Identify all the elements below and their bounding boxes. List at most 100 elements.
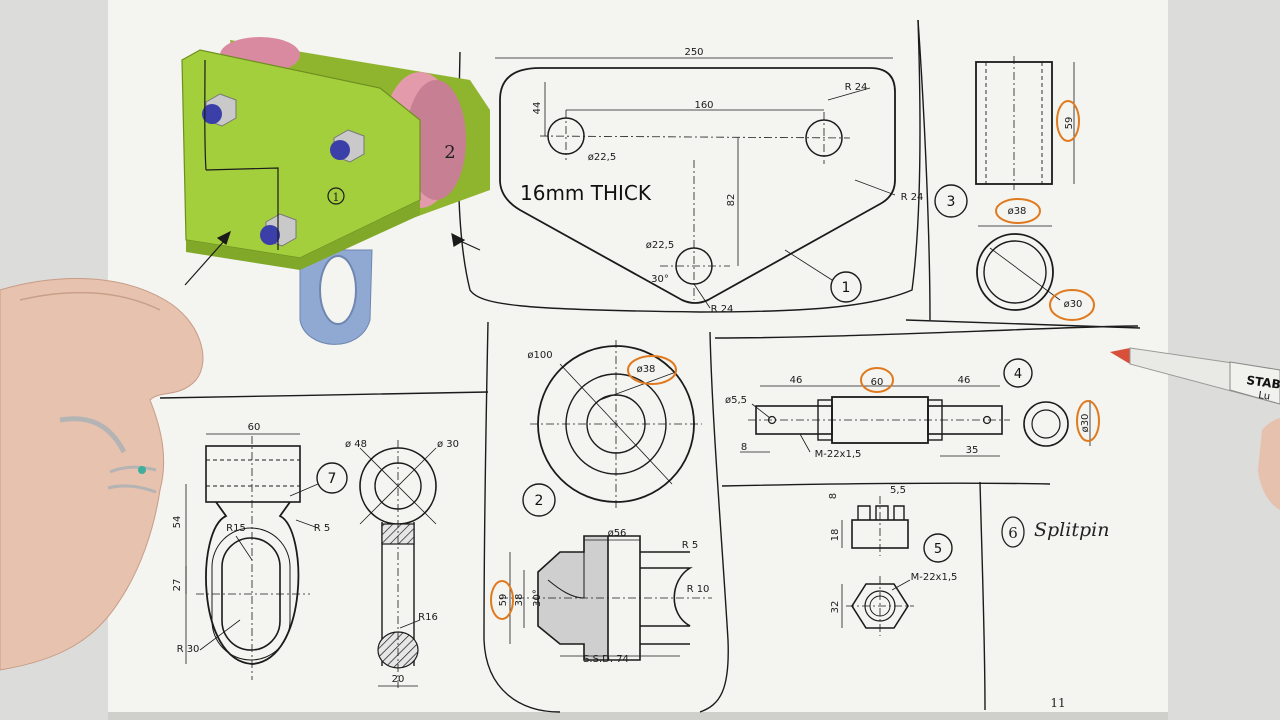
dim-35: 35 (966, 445, 979, 456)
dim-r5-eye: R 5 (314, 523, 331, 534)
dim-30-eye: ø 30 (437, 439, 459, 450)
callout-5-label: 5 (934, 542, 942, 557)
plate-outline (499, 67, 896, 304)
marker-circle-roller-38 (627, 355, 677, 385)
dim-160: 160 (694, 100, 713, 111)
dim-20: 20 (392, 674, 405, 685)
eye-top-block (205, 445, 301, 503)
callout-4 (1003, 358, 1033, 388)
marker-circle-pin-30 (1076, 400, 1100, 442)
dim-8-pin: 8 (741, 442, 747, 453)
thickness-note: 16mm THICK (520, 181, 652, 205)
roller-section-dims (500, 539, 712, 657)
splitpin-text: Splitpin (1034, 519, 1109, 541)
dim-46-right: 46 (958, 375, 971, 386)
dim-59-roller: 59 (498, 594, 509, 607)
splitpin-number: 6 (1008, 524, 1018, 542)
dim-48: ø 48 (345, 439, 367, 450)
dim-ssd74: S.S.D. 74 (583, 654, 629, 665)
dim-60-pin: 60 (871, 377, 884, 388)
plate-centerlines (539, 110, 851, 300)
panel-separators (159, 19, 1141, 713)
page-number: 11 (1050, 696, 1065, 710)
pen-brand: STAB (1246, 373, 1280, 392)
dim-38-roller: ø38 (637, 364, 656, 375)
callout-1-label: 1 (842, 280, 851, 296)
part-7-eye-view: 60 54 27 R15 R 5 R 30 7 ø 48 ø 30 R16 20 (172, 422, 459, 690)
model-label-2: 2 (444, 142, 455, 163)
part-5-nut-view: 8 5,5 18 M-22x1,5 32 5 (828, 485, 957, 636)
dim-30deg-roller: 30° (532, 589, 543, 607)
sleeve-bore-leader (989, 247, 1061, 301)
dim-60-eye: 60 (248, 422, 261, 433)
dim-30-sleeve: ø30 (1064, 299, 1083, 310)
dim-44: 44 (532, 102, 543, 115)
marker-circle-roller-59 (490, 580, 514, 620)
dim-r15: R15 (226, 523, 246, 534)
sleeve-hidden-lines (985, 62, 1043, 184)
plate-dimension-lines (495, 57, 896, 309)
dim-38-section: 38 (514, 594, 525, 607)
dim-27: 27 (172, 579, 183, 592)
pen-brand-sub: Lu (1258, 390, 1271, 403)
dim-54: 54 (172, 516, 183, 529)
dim-8-nut: 8 (828, 493, 839, 499)
dim-18: 18 (830, 529, 841, 542)
callout-3 (934, 184, 968, 218)
dim-38-sleeve: ø38 (1008, 206, 1027, 217)
marker-pen: STAB Lu (1110, 347, 1280, 510)
model-3d-view: 1 2 (181, 37, 490, 345)
callout-7 (316, 462, 348, 494)
dim-r24-right: R 24 (901, 192, 924, 203)
eye-dimension-lines (185, 433, 319, 664)
dim-r10: R 10 (687, 584, 710, 595)
callout-5 (923, 533, 953, 563)
dim-30-pin: ø30 (1080, 414, 1091, 433)
callout-4-label: 4 (1014, 367, 1022, 382)
dim-5-5-hole: ø5,5 (725, 395, 747, 406)
splitpin-note: 6 Splitpin (1001, 516, 1109, 548)
dim-r5-roller: R 5 (682, 540, 699, 551)
dim-100: ø100 (527, 350, 552, 361)
dim-thread-pin: M-22x1,5 (815, 449, 862, 460)
nut-top (851, 583, 909, 629)
roller-centerlines (530, 340, 702, 508)
sleeve-inner-circle (983, 240, 1047, 304)
pin-end-view (1023, 401, 1069, 447)
dim-82: 82 (726, 194, 737, 207)
dim-46-left: 46 (790, 375, 803, 386)
part-2-roller-view: ø100 ø38 2 ø56 R 5 R 10 59 38 30° S.S.D.… (490, 340, 712, 665)
dim-hole-bottom: ø22,5 (646, 240, 674, 251)
dim-5-5-nut: 5,5 (890, 485, 906, 496)
part-4-pin-view: 46 60 46 ø5,5 8 M-22x1,5 35 ø30 4 (725, 358, 1100, 460)
dim-r24-top: R 24 (845, 82, 868, 93)
dim-angle-30: 30° (651, 274, 669, 285)
dim-250: 250 (684, 47, 703, 58)
model-plate-edge (186, 200, 420, 270)
callout-7-label: 7 (328, 471, 337, 487)
callout-2 (522, 483, 556, 517)
dim-r16: R16 (418, 612, 438, 623)
paper-edge (108, 712, 1168, 720)
dim-r30: R 30 (177, 644, 200, 655)
dim-r24-bottom: R 24 (711, 304, 734, 315)
pin-dimension-lines (740, 385, 1000, 457)
model-label-1: 1 (333, 191, 340, 204)
marker-circle-pin-60 (860, 367, 894, 393)
callout-3-label: 3 (947, 194, 956, 210)
callout-1 (830, 271, 862, 303)
model-eye-part (299, 249, 373, 345)
marker-circles-part3 (995, 100, 1095, 321)
dim-32: 32 (830, 601, 841, 614)
model-annotations (184, 59, 481, 286)
dim-thread-nut: M-22x1,5 (911, 572, 958, 583)
part-1-plate-view: 250 160 44 82 R 24 R 24 R 24 ø22,5 ø22,5… (495, 47, 923, 315)
dim-59-sleeve: 59 (1064, 117, 1075, 130)
dim-56: ø56 (608, 528, 627, 539)
presenter-hand (0, 278, 204, 671)
model-bolts (202, 93, 365, 247)
sleeve-outer-circle (976, 233, 1054, 311)
dim-hole-top: ø22,5 (588, 152, 616, 163)
part-3-sleeve-view: 59 ø38 ø30 3 (934, 56, 1095, 321)
